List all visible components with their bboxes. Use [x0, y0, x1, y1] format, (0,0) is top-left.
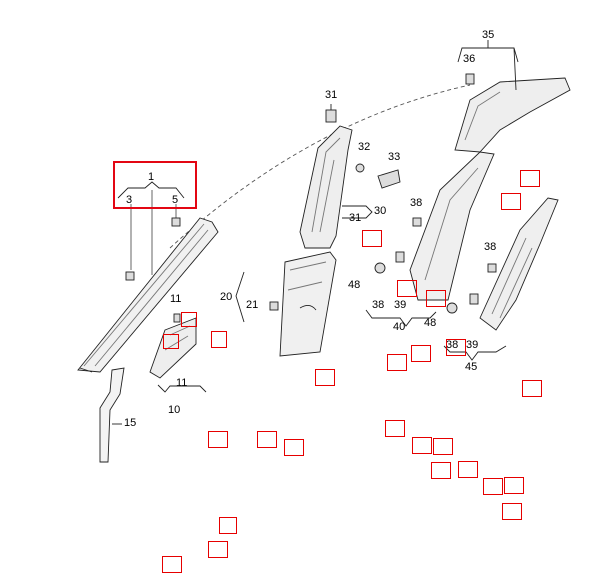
callout-35: 35	[482, 29, 495, 41]
clip-33	[377, 169, 401, 189]
hotspot[interactable]	[208, 541, 228, 558]
callout-30: 30	[374, 205, 387, 217]
clip-48-a	[374, 262, 386, 274]
hotspot[interactable]	[211, 331, 227, 348]
callout-15: 15	[124, 417, 137, 429]
hotspot[interactable]	[257, 431, 277, 448]
clip-39-b	[469, 293, 479, 305]
hotspot[interactable]	[412, 437, 432, 454]
callout-20: 20	[220, 291, 233, 303]
rear-pillar-trim	[409, 151, 495, 301]
hotspot[interactable]	[181, 312, 197, 327]
hotspot[interactable]	[431, 462, 451, 479]
callout-31-top: 31	[325, 89, 338, 101]
callout-32: 32	[358, 141, 371, 153]
clip-39-a	[395, 251, 405, 263]
callout-38-a: 38	[410, 197, 423, 209]
hotspot[interactable]	[502, 503, 522, 520]
hotspot[interactable]	[385, 420, 405, 437]
hotspot[interactable]	[483, 478, 503, 495]
hotspot[interactable]	[362, 230, 382, 247]
hotspot[interactable]	[397, 280, 417, 297]
callout-40: 40	[393, 321, 406, 333]
hotspot[interactable]	[520, 170, 540, 187]
clip-38-b	[487, 263, 497, 273]
hotspot[interactable]	[284, 439, 304, 456]
hotspot[interactable]	[219, 517, 237, 534]
hotspot[interactable]	[458, 461, 478, 478]
clip-38-a	[412, 217, 422, 227]
callout-11-lower: 11	[176, 377, 188, 389]
hotspot[interactable]	[208, 431, 228, 448]
b-pillar-lower	[279, 251, 337, 357]
clip-32	[355, 163, 365, 173]
hotspot[interactable]	[163, 334, 179, 349]
callout-5: 5	[172, 194, 179, 206]
callout-48-b: 48	[424, 317, 437, 329]
a-pillar-trim	[77, 217, 219, 373]
callout-33: 33	[388, 151, 401, 163]
callout-38-c: 38	[372, 299, 385, 311]
roof-outline-dashed	[169, 84, 471, 249]
clip-3	[125, 271, 135, 281]
hotspot[interactable]	[433, 438, 453, 455]
selected-callout-frame	[113, 161, 197, 209]
bracket-15	[99, 367, 125, 463]
clip-31	[325, 109, 337, 123]
hotspot[interactable]	[501, 193, 521, 210]
callout-38-d: 38	[446, 339, 459, 351]
callout-36: 36	[463, 53, 476, 65]
callout-45: 45	[465, 361, 478, 373]
callout-39-a: 39	[394, 299, 407, 311]
clip-36	[465, 73, 475, 85]
clip-48-b	[446, 302, 458, 314]
hotspot[interactable]	[446, 339, 466, 356]
hotspot[interactable]	[387, 354, 407, 371]
callout-48-a: 48	[348, 279, 361, 291]
callout-11-upper: 11	[170, 293, 182, 305]
hotspot[interactable]	[411, 345, 431, 362]
callout-39-b: 39	[466, 339, 479, 351]
hotspot[interactable]	[426, 290, 446, 307]
hotspot[interactable]	[315, 369, 335, 386]
hotspot[interactable]	[162, 556, 182, 573]
callout-10: 10	[168, 404, 181, 416]
hotspot[interactable]	[522, 380, 542, 397]
c-pillar-trim	[454, 77, 571, 153]
callout-3: 3	[126, 194, 133, 206]
hotspot[interactable]	[504, 477, 524, 494]
callout-38-b: 38	[484, 241, 497, 253]
b-pillar-upper	[299, 125, 353, 249]
callout-31-side: 31	[349, 212, 362, 224]
clip-5	[171, 217, 181, 227]
callout-1: 1	[148, 171, 155, 183]
callout-21: 21	[246, 299, 259, 311]
